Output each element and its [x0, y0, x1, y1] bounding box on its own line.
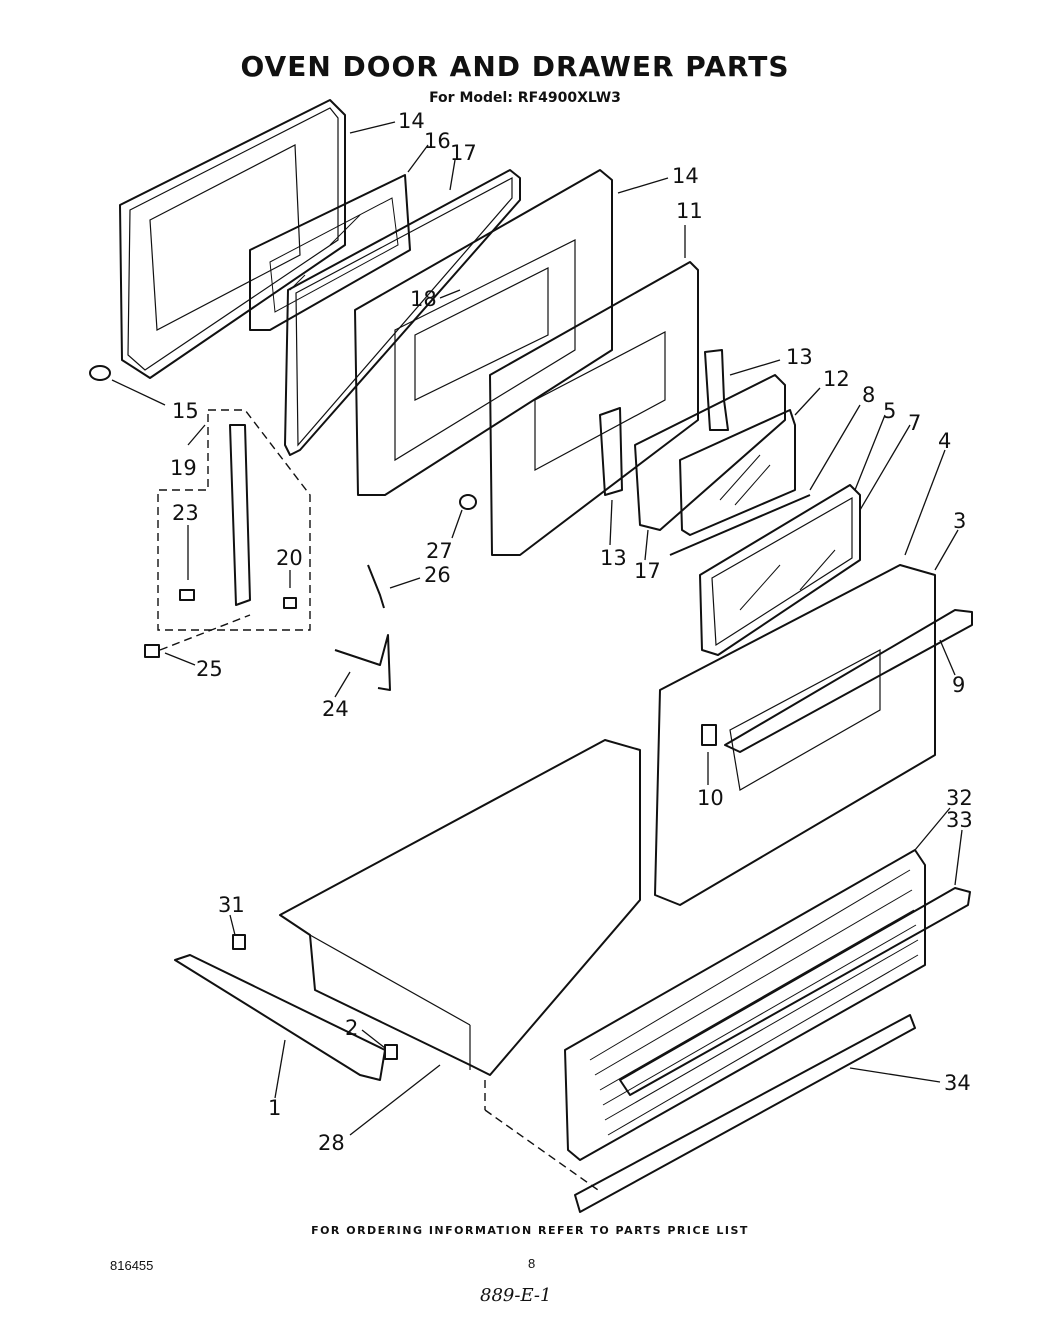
callout-5: 5	[883, 399, 896, 423]
callout-2: 2	[345, 1016, 358, 1040]
page-title: OVEN DOOR AND DRAWER PARTS	[240, 50, 790, 83]
callout-13-lower: 13	[600, 546, 627, 570]
part-12-inner-glass	[679, 409, 796, 536]
callout-31: 31	[218, 893, 245, 917]
part-13-bracket-upper	[704, 349, 729, 431]
part-2-glide	[384, 1044, 398, 1060]
part-15-door-frame	[119, 99, 346, 379]
callout-28: 27	[426, 539, 453, 563]
part-19-window-gasket	[634, 374, 786, 531]
part-8-strip	[669, 494, 811, 556]
handwritten-note: 889-E-1	[480, 1285, 552, 1306]
callout-22: 19	[170, 456, 197, 480]
part-11-liner	[489, 261, 699, 556]
callout-23: 20	[276, 546, 303, 570]
callout-7: 7	[908, 411, 921, 435]
callout-1: 1	[268, 1096, 281, 1120]
part-32-drawer-front	[564, 849, 926, 1161]
part-33-drawer-handle	[619, 887, 971, 1096]
callout-25: 24	[322, 697, 349, 721]
callout-18: 16	[424, 129, 451, 153]
callout-15: 14	[398, 109, 425, 133]
callout-27: 26	[424, 563, 451, 587]
part-7-outer-glass	[711, 496, 853, 647]
callout-3: 3	[953, 509, 966, 533]
callout-11: 11	[676, 199, 703, 223]
part-34-kick-strip	[574, 1014, 916, 1213]
hinge-assembly-group	[144, 409, 311, 658]
callout-8: 8	[862, 383, 875, 407]
part-31-clip	[232, 934, 246, 950]
callout-33: 33	[946, 808, 973, 832]
part-17-gasket	[284, 169, 521, 456]
part-27-spring	[367, 564, 385, 609]
callout-12: 12	[823, 367, 850, 391]
part-25-hinge-arm	[334, 634, 391, 691]
callout-26: 25	[196, 657, 223, 681]
callout-14b: 14	[672, 164, 699, 188]
callout-13-upper: 13	[786, 345, 813, 369]
doc-number: 816455	[110, 1258, 154, 1273]
part-16-knob	[89, 365, 111, 381]
callout-24: 23	[172, 501, 199, 525]
callout-34: 34	[944, 1071, 971, 1095]
part-10-latch	[701, 724, 717, 746]
part-18-glass-frame	[249, 174, 411, 331]
callout-4: 4	[938, 429, 951, 453]
callout-30: 28	[318, 1131, 345, 1155]
part-28-bumper	[459, 494, 477, 510]
callout-16: 15	[172, 399, 199, 423]
callout-9: 9	[952, 673, 965, 697]
callout-19: 17	[634, 559, 661, 583]
ordering-note: FOR ORDERING INFORMATION REFER TO PARTS …	[311, 1224, 749, 1237]
part-9-door-handle	[724, 609, 973, 753]
callout-10: 10	[697, 786, 724, 810]
callout-17b: 17	[450, 141, 477, 165]
part-14-inner-panel	[354, 169, 613, 496]
part-1-drawer-rail	[174, 954, 386, 1081]
leader-lines	[111, 121, 963, 1136]
callout-20: 18	[410, 287, 437, 311]
part-5-gasket	[699, 484, 861, 656]
page-number: 8	[528, 1256, 536, 1271]
part-4-outer-door-panel	[654, 564, 936, 906]
part-30-drawer	[279, 739, 641, 1076]
callout-32: 32	[946, 786, 973, 810]
model-subtitle: For Model: RF4900XLW3	[429, 90, 621, 106]
part-13-bracket-lower	[599, 407, 623, 496]
